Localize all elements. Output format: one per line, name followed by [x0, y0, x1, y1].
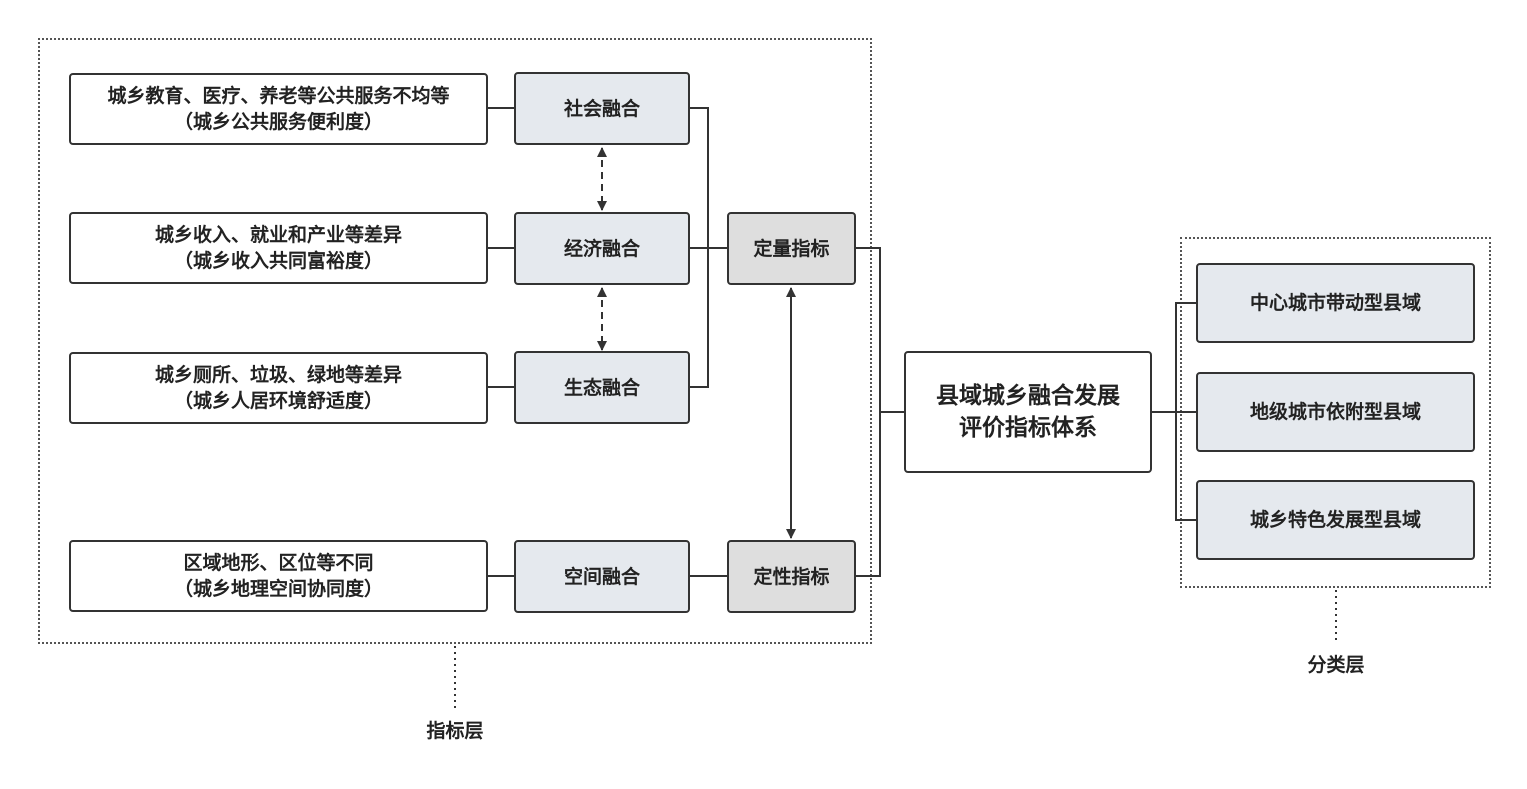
dimension-label: 经济融合 — [563, 237, 640, 260]
description-subtext: （城乡公共服务便利度） — [173, 111, 383, 133]
county-type-label: 城乡特色发展型县域 — [1249, 509, 1421, 531]
description-text: 城乡收入、就业和产业等差异 — [154, 224, 402, 246]
indicator-layer-frame — [38, 38, 872, 644]
county-type-box-distinctive: 城乡特色发展型县域 — [1196, 480, 1475, 560]
center-title-line2: 评价指标体系 — [959, 415, 1097, 441]
center-title-line1: 县域城乡融合发展 — [936, 383, 1120, 409]
county-type-box-central-city: 中心城市带动型县域 — [1196, 263, 1475, 343]
description-text: 城乡教育、医疗、养老等公共服务不均等 — [107, 85, 450, 107]
dimension-label: 生态融合 — [563, 376, 640, 399]
indicator-layer-label: 指标层 — [426, 720, 484, 742]
county-type-box-prefecture-dependent: 地级城市依附型县域 — [1196, 372, 1475, 452]
dimension-box-ecological: 生态融合 — [514, 351, 690, 424]
county-type-label: 地级城市依附型县域 — [1249, 401, 1421, 423]
dimension-box-economic: 经济融合 — [514, 212, 690, 285]
classification-layer-label: 分类层 — [1307, 654, 1365, 676]
description-subtext: （城乡收入共同富裕度） — [173, 250, 383, 272]
description-subtext: （城乡地理空间协同度） — [173, 578, 383, 600]
description-box-economic: 城乡收入、就业和产业等差异 （城乡收入共同富裕度） — [69, 212, 488, 284]
indicator-type-label: 定性指标 — [753, 565, 830, 588]
description-text: 城乡厕所、垃圾、绿地等差异 — [154, 364, 402, 386]
description-subtext: （城乡人居环境舒适度） — [173, 390, 383, 412]
dimension-box-social: 社会融合 — [514, 72, 690, 145]
description-text: 区域地形、区位等不同 — [183, 552, 374, 574]
description-box-ecological: 城乡厕所、垃圾、绿地等差异 （城乡人居环境舒适度） — [69, 352, 488, 424]
description-box-social: 城乡教育、医疗、养老等公共服务不均等 （城乡公共服务便利度） — [69, 73, 488, 145]
indicator-type-label: 定量指标 — [753, 237, 830, 260]
qualitative-indicator-box: 定性指标 — [727, 540, 856, 613]
dimension-label: 社会融合 — [563, 97, 640, 120]
county-type-label: 中心城市带动型县域 — [1249, 292, 1421, 314]
dimension-label: 空间融合 — [563, 565, 640, 588]
description-box-spatial: 区域地形、区位等不同 （城乡地理空间协同度） — [69, 540, 488, 612]
evaluation-system-box: 县域城乡融合发展 评价指标体系 — [904, 351, 1152, 473]
quantitative-indicator-box: 定量指标 — [727, 212, 856, 285]
dimension-box-spatial: 空间融合 — [514, 540, 690, 613]
